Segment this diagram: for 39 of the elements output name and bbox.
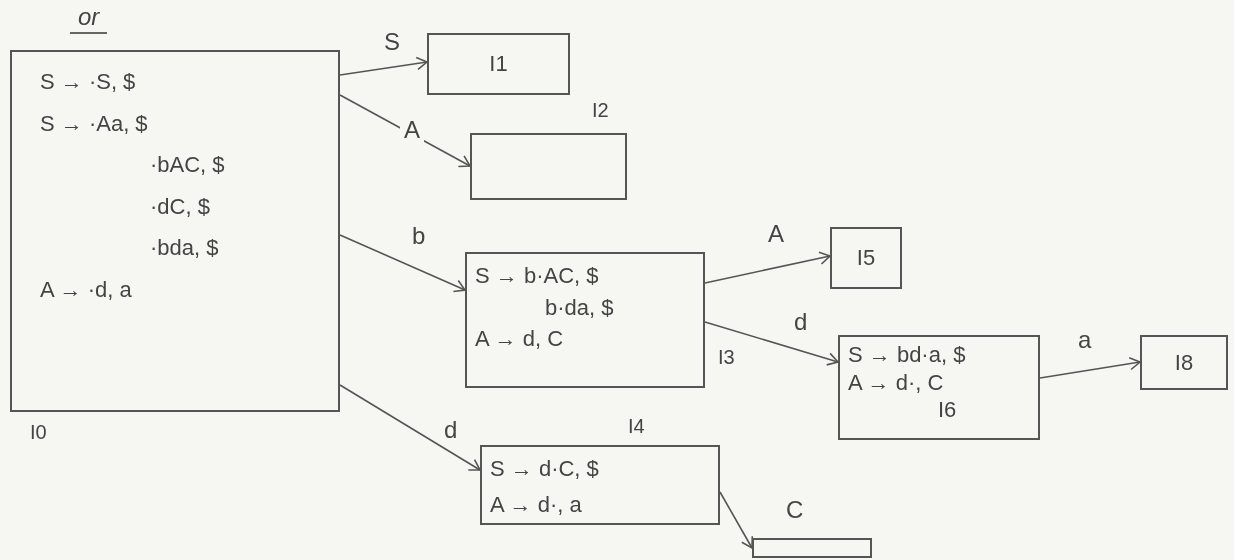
lr-item: A → d·, C bbox=[848, 368, 944, 396]
lr-item: S → ·Aa, $ bbox=[40, 109, 148, 137]
note-text: or bbox=[70, 2, 108, 34]
state-name: I4 bbox=[628, 414, 645, 439]
arrow bbox=[339, 384, 481, 471]
item-set-box bbox=[465, 252, 705, 388]
lr-item: b·da, $ bbox=[545, 293, 614, 321]
lr-item: S → b·AC, $ bbox=[475, 262, 599, 290]
state-box bbox=[1140, 335, 1228, 390]
item-set-box bbox=[480, 445, 720, 525]
state-name: I1 bbox=[489, 50, 508, 78]
state-box bbox=[427, 33, 570, 95]
lr-item: S → d·C, $ bbox=[490, 455, 599, 483]
state-name: I5 bbox=[856, 244, 876, 272]
arrow bbox=[339, 56, 428, 76]
lr-item: S → bd·a, $ bbox=[848, 341, 966, 369]
empty-state-box bbox=[752, 538, 872, 558]
arrow bbox=[704, 321, 839, 366]
lr-item: I6 bbox=[938, 396, 957, 424]
empty-state-box bbox=[470, 133, 627, 200]
edge-label: A bbox=[400, 118, 424, 142]
item-set-box bbox=[10, 50, 340, 412]
state-box bbox=[830, 227, 902, 289]
lr-item: A → d, C bbox=[475, 325, 564, 353]
state-name: I3 bbox=[718, 345, 735, 370]
state-name: I2 bbox=[592, 98, 609, 123]
arrow bbox=[1039, 356, 1141, 379]
lr-item: S → ·S, $ bbox=[40, 68, 136, 96]
lr-item: ·bda, $ bbox=[150, 234, 219, 262]
arrow bbox=[339, 234, 466, 293]
lr-item: A → ·d, a bbox=[40, 275, 132, 303]
arrow bbox=[704, 251, 831, 284]
state-name: I0 bbox=[30, 420, 47, 445]
lr-item: ·dC, $ bbox=[150, 192, 210, 220]
item-set-box bbox=[838, 335, 1040, 440]
lr-item: A → d·, a bbox=[490, 490, 582, 518]
lr-item: ·bAC, $ bbox=[150, 151, 225, 179]
arrow bbox=[719, 491, 754, 549]
state-name: I8 bbox=[1174, 348, 1194, 377]
